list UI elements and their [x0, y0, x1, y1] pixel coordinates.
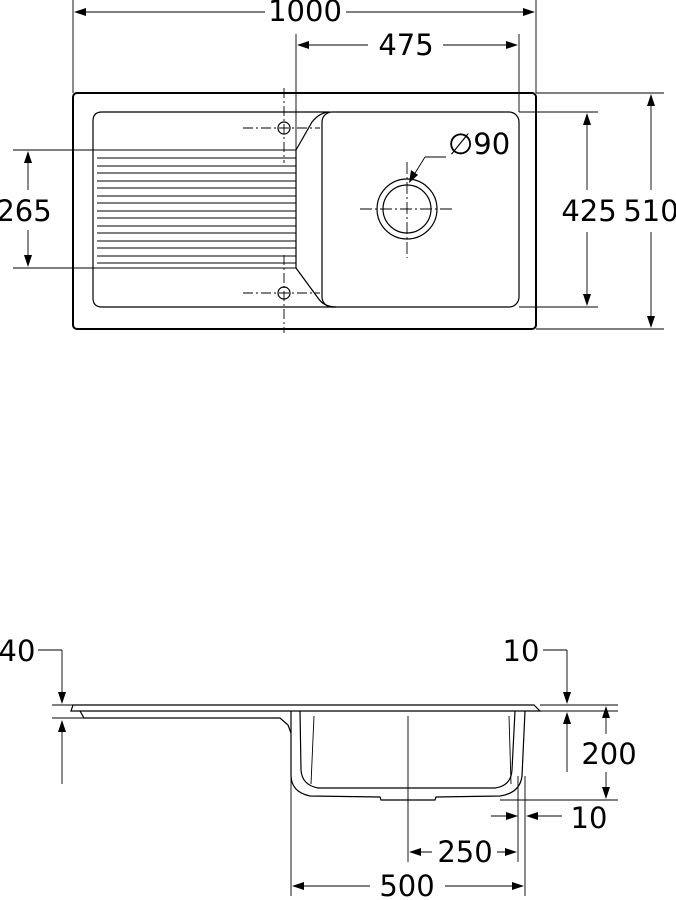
dim-waste-diameter: ∅90	[409, 127, 510, 183]
dim-bowl-depth: 425	[519, 111, 617, 308]
dim-overall-depth: 510	[536, 92, 676, 330]
dim-bowl-depth-label: 425	[561, 194, 616, 228]
dim-top-10: 10	[503, 634, 618, 772]
dim-500: 500	[290, 733, 526, 900]
sink-inner-outline	[92, 111, 337, 308]
tap-hole-bottom	[243, 255, 320, 333]
dim-height-200: 200	[500, 706, 637, 801]
dim-bottom-10-label: 10	[571, 801, 608, 835]
side-view: 40 10 200	[0, 634, 637, 900]
dim-500-label: 500	[379, 869, 434, 900]
sink-outer-rim	[72, 92, 537, 330]
dim-height-200-label: 200	[581, 737, 636, 771]
dim-bottom-10: 10	[491, 776, 607, 835]
dim-drainer-height: 265	[0, 149, 296, 269]
dim-bowl-width: 475	[295, 28, 520, 150]
dim-overall-width: 1000	[72, 0, 537, 93]
side-rib-left	[310, 715, 315, 785]
dim-drainer-height-label: 265	[0, 194, 52, 228]
drainer-grooves	[97, 157, 296, 264]
dim-waste-diameter-label: ∅90	[448, 127, 510, 161]
sink-bowl	[321, 111, 520, 308]
top-view: 1000 475 265	[0, 0, 676, 333]
dim-top-10-label: 10	[503, 634, 540, 668]
dim-overall-depth-label: 510	[623, 194, 676, 228]
waste-outlet	[360, 162, 455, 258]
side-bowl-inner	[299, 710, 516, 789]
side-rib-right	[508, 715, 512, 785]
dim-rim-40-label: 40	[0, 634, 35, 668]
dim-250: 250	[407, 784, 519, 869]
dim-250-label: 250	[437, 835, 492, 869]
dim-overall-width-label: 1000	[268, 0, 342, 28]
side-drainer	[79, 710, 292, 734]
dim-rim-40: 40	[0, 634, 84, 784]
dim-bowl-width-label: 475	[378, 28, 433, 62]
tap-hole-top	[243, 88, 320, 163]
side-deck	[70, 704, 542, 712]
